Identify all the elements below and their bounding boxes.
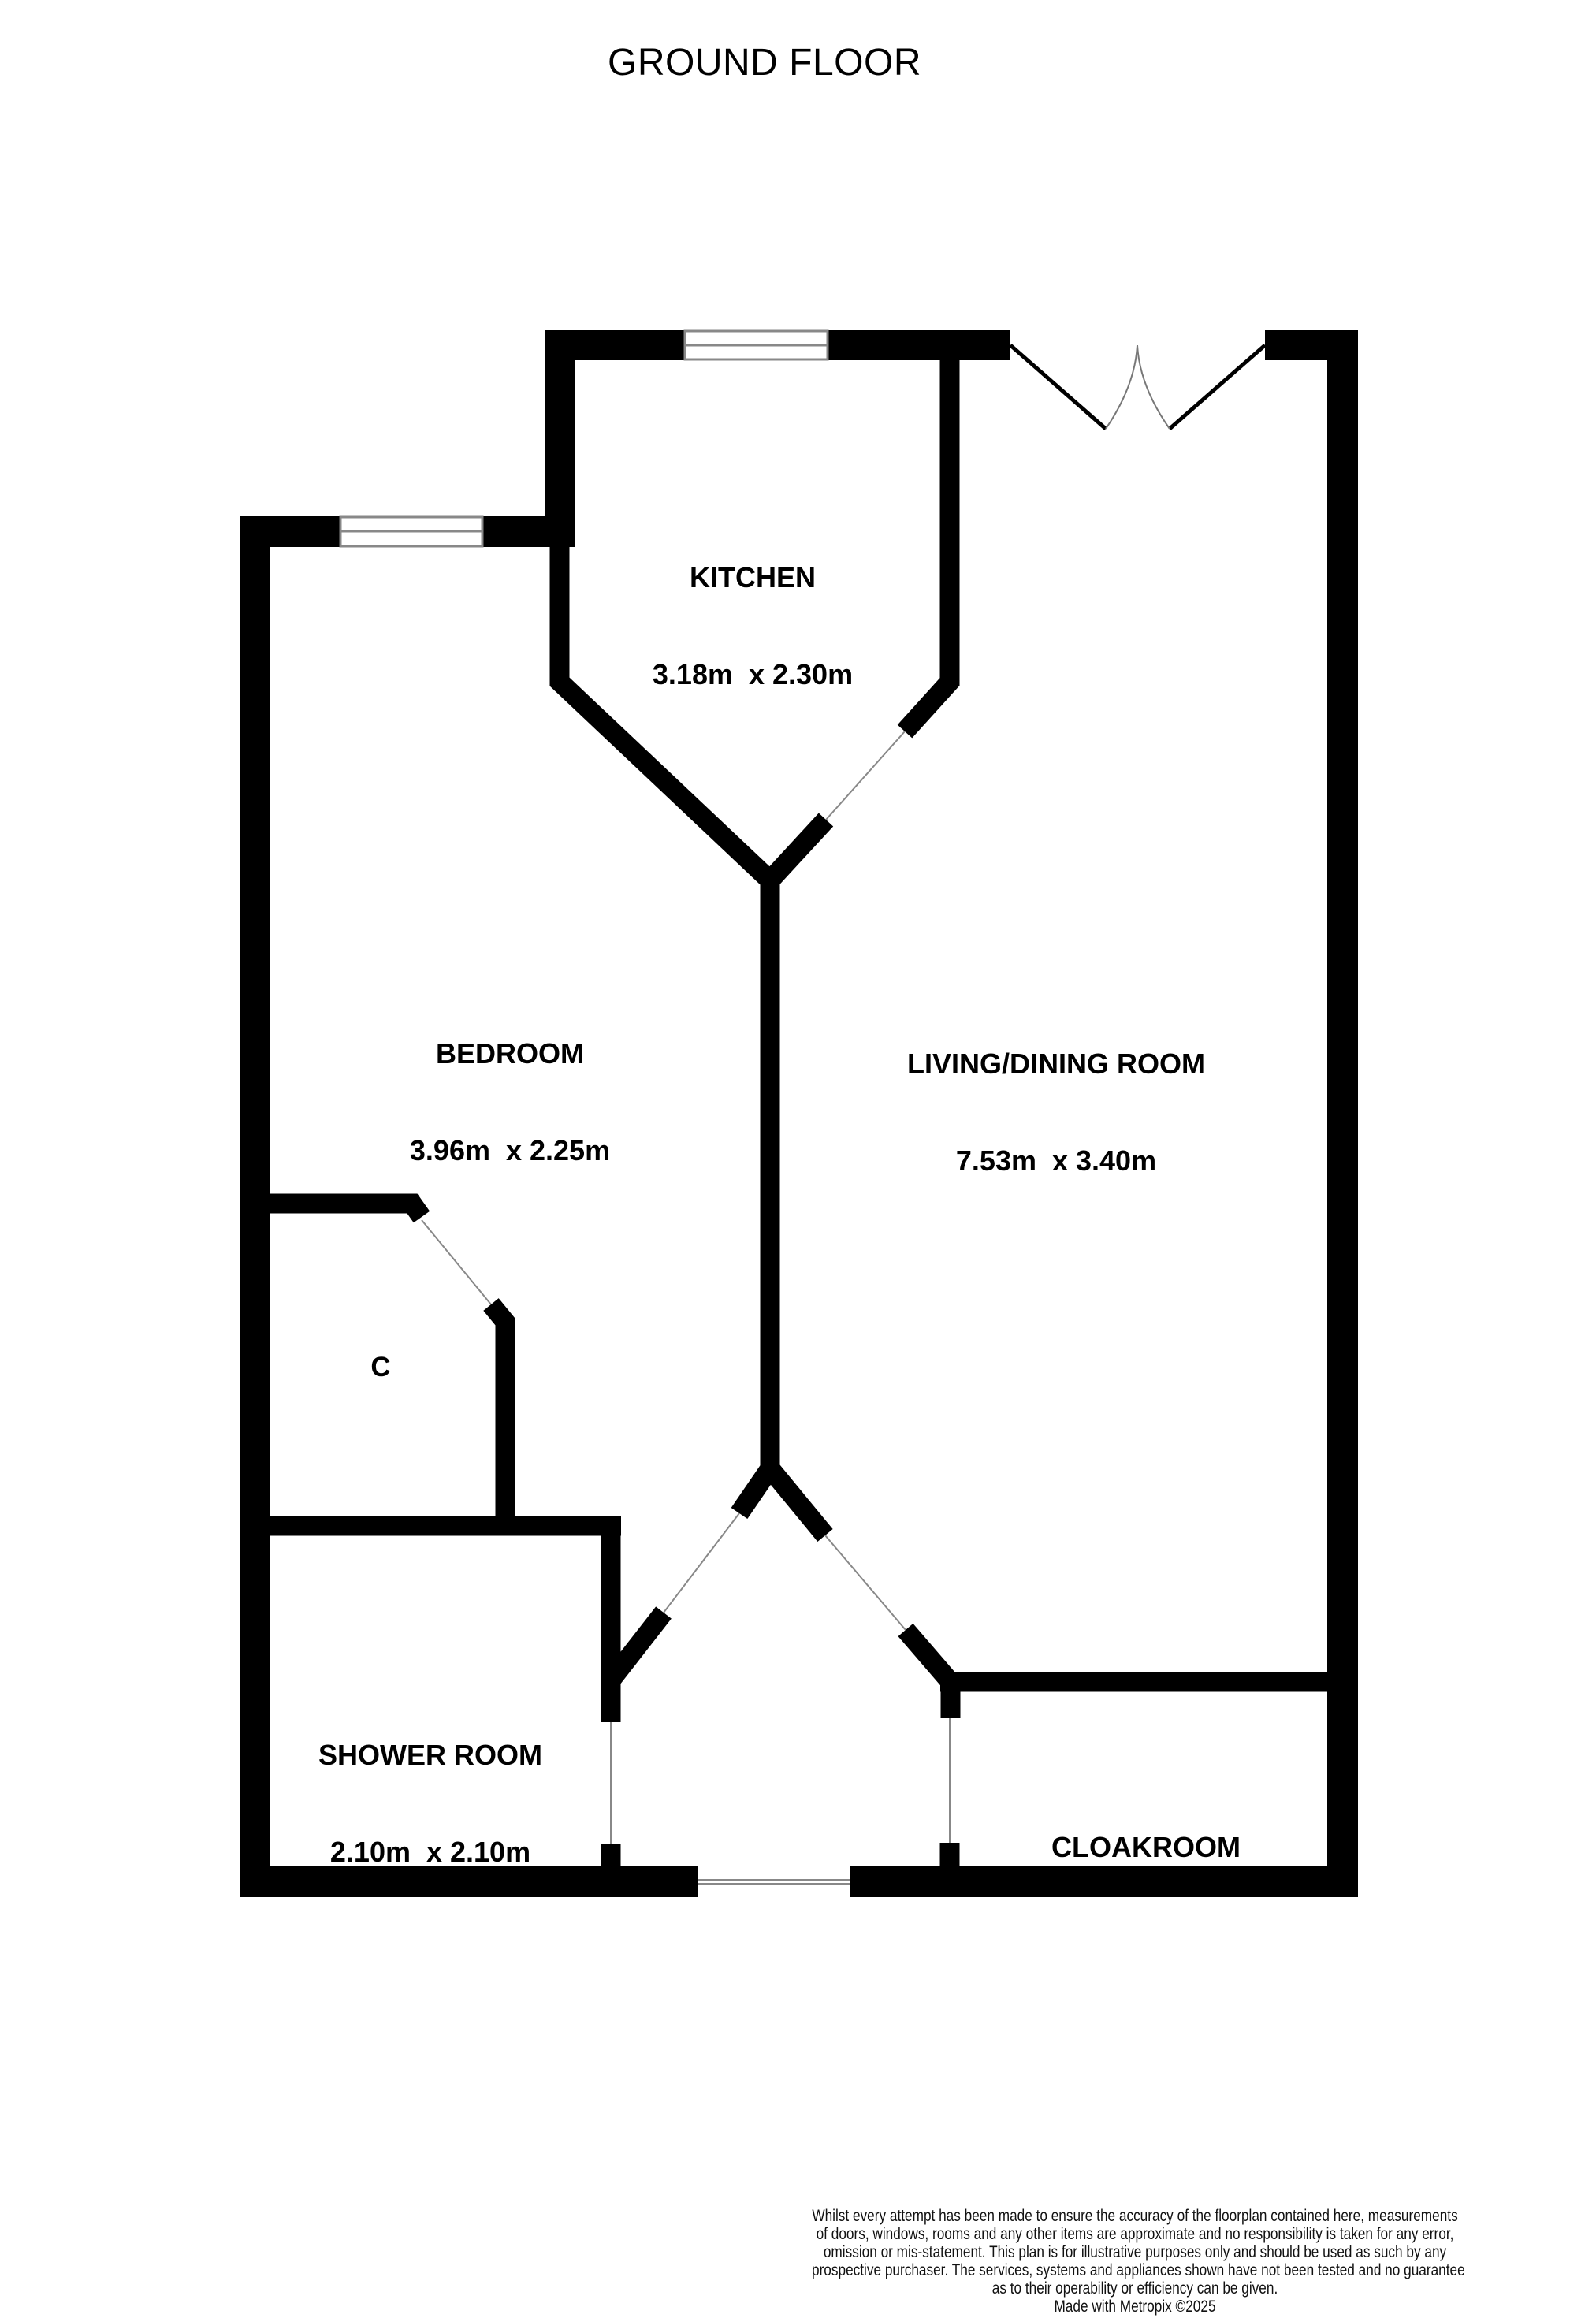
room-label-bedroom: BEDROOM 3.96m x 2.25m [410, 973, 610, 1199]
credit-line: Made with Metropix ©2025 [1054, 2298, 1216, 2316]
room-label-kitchen: KITCHEN 3.18m x 2.30m [653, 497, 853, 723]
room-label-living: LIVING/DINING ROOM 7.53m x 3.40m [907, 983, 1205, 1209]
shower-door [663, 1512, 740, 1613]
disclaimer-line: of doors, windows, rooms and any other i… [816, 2225, 1454, 2243]
window-bedroom [339, 515, 484, 548]
living-door [824, 1535, 906, 1631]
room-label-closet: C [370, 1352, 391, 1382]
kitchen-door [825, 731, 906, 820]
disclaimer: Whilst every attempt has been made to en… [812, 2207, 1465, 2316]
room-dimensions: 2.10m x 2.10m [329, 1836, 531, 1868]
room-name: CLOAKROOM [1051, 1831, 1241, 1863]
disclaimer-line: as to their operability or efficiency ca… [991, 2279, 1278, 2298]
floor-title: GROUND FLOOR [607, 42, 921, 84]
room-label-shower: SHOWER ROOM 2.10m x 2.10m [318, 1674, 542, 1900]
room-name: SHOWER ROOM [318, 1739, 542, 1771]
closet-door [421, 1219, 492, 1305]
disclaimer-line: prospective purchaser. The services, sys… [812, 2261, 1465, 2279]
room-dimensions: 7.53m x 3.40m [955, 1144, 1157, 1177]
disclaimer-line: omission or mis-statement. This plan is … [823, 2243, 1447, 2261]
room-name: BEDROOM [436, 1037, 584, 1070]
room-label-cloakroom: CLOAKROOM [1051, 1766, 1241, 1896]
disclaimer-line: Whilst every attempt has been made to en… [812, 2207, 1458, 2225]
room-name: LIVING/DINING ROOM [907, 1047, 1205, 1080]
exterior-walls [240, 330, 1358, 1897]
interior-walls [268, 360, 1332, 1868]
door-lines [421, 731, 951, 1885]
room-name: KITCHEN [690, 561, 816, 593]
room-dimensions: 3.18m x 2.30m [652, 658, 854, 690]
room-dimensions: 3.96m x 2.25m [409, 1134, 611, 1166]
french-doors [1009, 344, 1267, 430]
window-kitchen [683, 329, 829, 361]
